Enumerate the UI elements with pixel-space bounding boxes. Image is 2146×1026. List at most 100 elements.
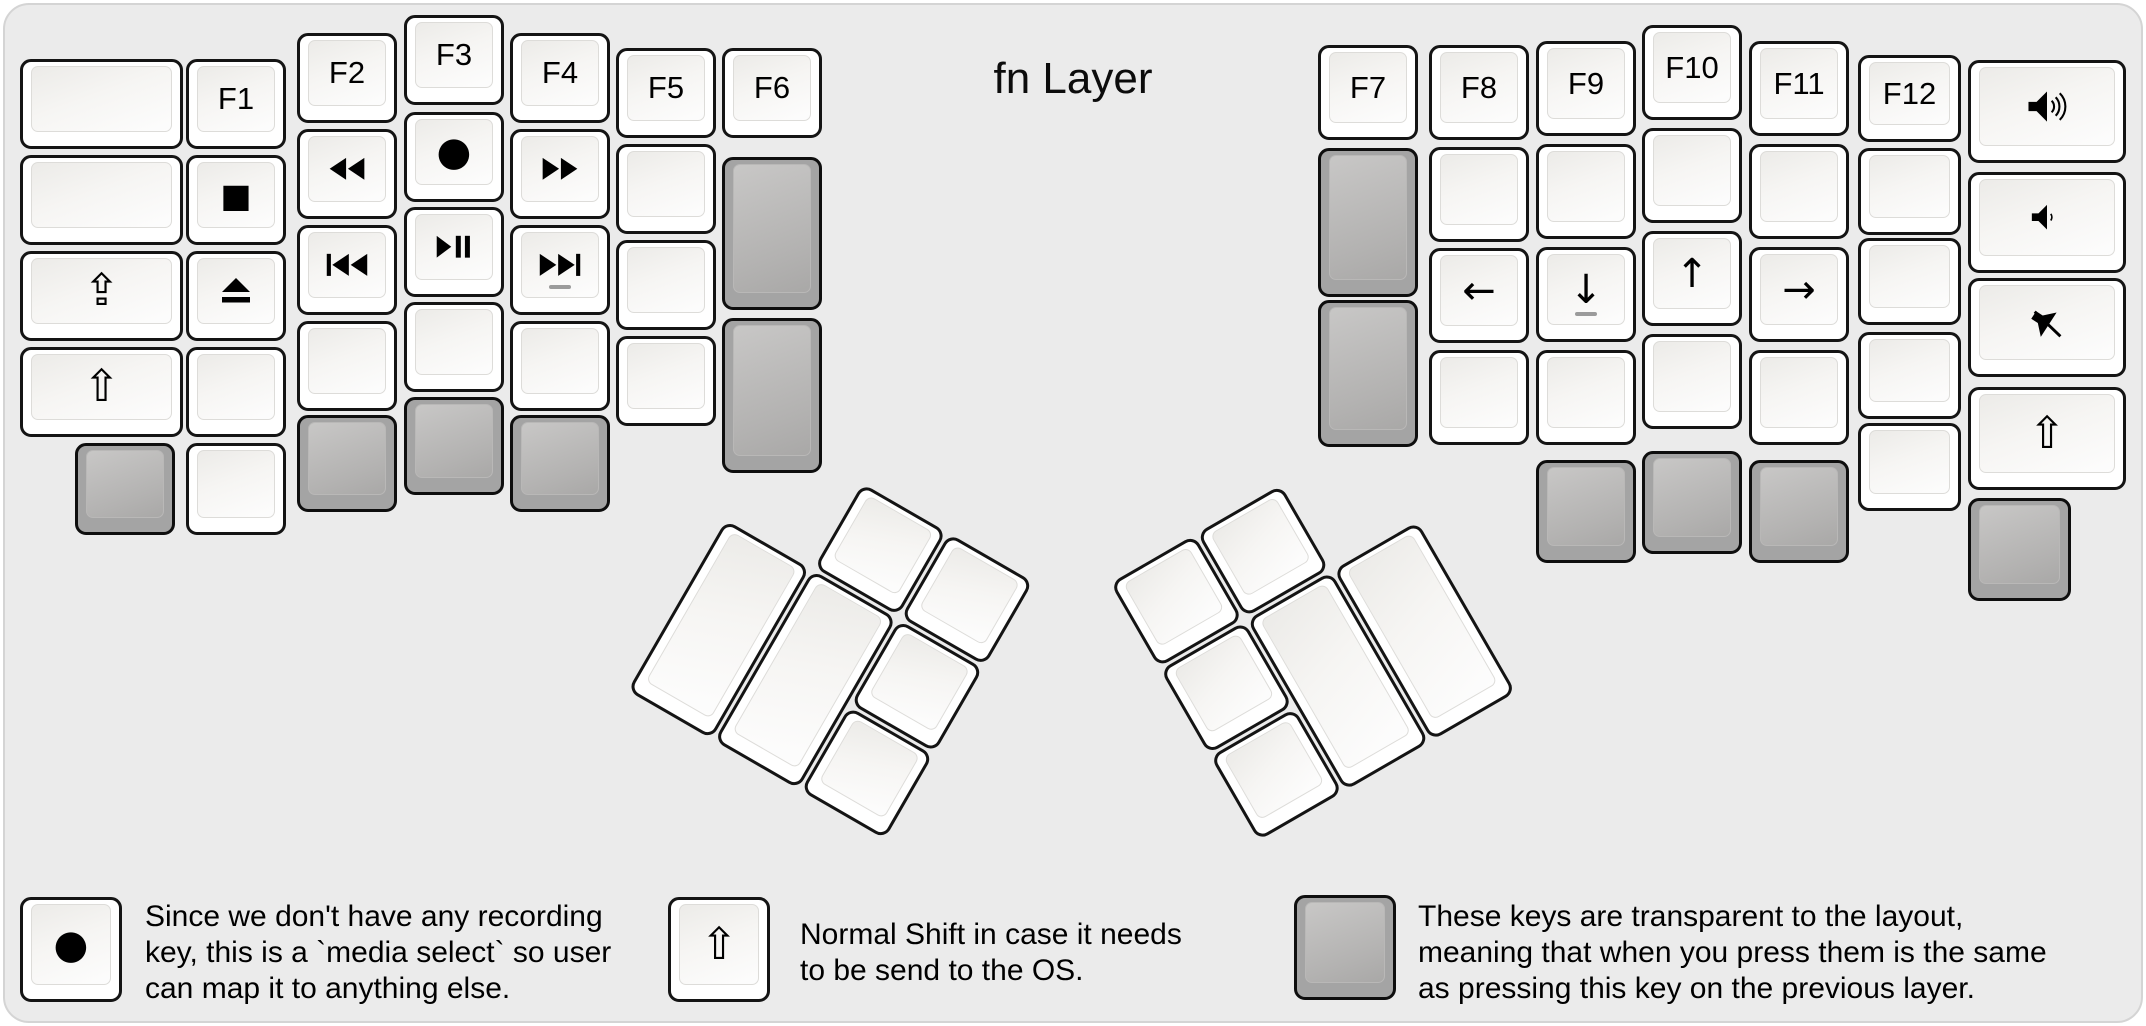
- stop-icon: ■: [220, 175, 252, 215]
- key-f3-label: F3: [435, 37, 473, 72]
- key-f7: F7: [1318, 45, 1418, 140]
- key-f1: F1: [186, 59, 286, 149]
- key-blank-left-outer-r2-cap: [31, 162, 172, 228]
- key-f6-label: F6: [753, 70, 791, 105]
- caps-lock-icon: ⇪: [83, 265, 120, 316]
- key-mute: [1968, 278, 2126, 377]
- key-f5: F5: [616, 48, 716, 138]
- key-f12-cap: F12: [1869, 62, 1950, 125]
- key-blank-l4-r4: [510, 321, 610, 411]
- key-media-play-pause: [404, 207, 504, 297]
- arrow-left-icon: ←: [1462, 267, 1496, 314]
- key-shift-left: ⇧: [20, 347, 183, 437]
- key-blank-r10-r2-cap: [1653, 135, 1731, 206]
- key-blank-r8-r4: [1429, 350, 1529, 445]
- key-blank-left-outer-r1: [20, 59, 183, 149]
- legend-key-record: ●: [20, 897, 122, 1002]
- key-blank-r12-r2-cap: [1869, 155, 1950, 218]
- layer-title: fn Layer: [993, 54, 1153, 103]
- eject-icon: [222, 278, 250, 303]
- key-transparent-left-bottom-3: [404, 397, 504, 495]
- key-transparent-right-tall-1-cap: [1329, 155, 1407, 280]
- key-volume-down-cap: [1979, 179, 2115, 256]
- key-caps-lock-cap: ⇪: [31, 258, 172, 324]
- key-transparent-right-bottom-4: [1968, 498, 2071, 601]
- key-blank-r10-r4: [1642, 334, 1742, 429]
- key-arrow-up: ↑: [1642, 231, 1742, 326]
- legend-sample-key-transparent-keys: [1294, 895, 1396, 1000]
- key-blank-r12-bottom: [1858, 423, 1961, 511]
- key-blank-l5-r3-cap: [627, 247, 705, 313]
- legend-sample-key-media-select-cap: ●: [31, 904, 111, 985]
- legend-key-shift: ⇧: [668, 897, 770, 1002]
- previous-track-icon: [326, 253, 368, 277]
- key-blank-l1-r4-cap: [197, 354, 275, 420]
- key-transparent-right-tall-1: [1318, 148, 1418, 297]
- shift-icon: ⇧: [83, 361, 120, 412]
- legend-sample-key-normal-shift: ⇧: [668, 897, 770, 1002]
- key-blank-r12-r3-cap: [1869, 245, 1950, 308]
- key-f4-label: F4: [541, 55, 579, 90]
- key-transparent-left-bottom-2-cap: [308, 422, 386, 495]
- key-media-rewind-cap: [308, 136, 386, 202]
- key-mute-cap: [1979, 285, 2115, 360]
- key-blank-l1-bottom-cap: [197, 450, 275, 518]
- key-blank-r12-r4: [1858, 332, 1961, 419]
- key-f11-cap: F11: [1760, 48, 1838, 119]
- key-f2-cap: F2: [308, 40, 386, 106]
- key-thumb-right-2-cap: [1209, 496, 1312, 598]
- key-transparent-left-bottom-1-cap: [86, 450, 164, 518]
- key-f4-cap: F4: [521, 40, 599, 106]
- key-transparent-left-tall-2: [722, 318, 822, 473]
- key-blank-r9-r2: [1536, 144, 1636, 239]
- legend-text-transparent: These keys are transparent to the layout…: [1418, 900, 2047, 1005]
- key-shift-left-cap: ⇧: [31, 354, 172, 420]
- key-shift-right: ⇧: [1968, 387, 2126, 490]
- key-arrow-left: ←: [1429, 248, 1529, 343]
- key-blank-l5-r2: [616, 144, 716, 234]
- key-volume-down: [1968, 172, 2126, 273]
- key-volume-up: [1968, 60, 2126, 163]
- key-blank-r12-r2: [1858, 148, 1961, 235]
- key-f8-cap: F8: [1440, 52, 1518, 123]
- key-blank-r11-r4: [1749, 350, 1849, 445]
- key-blank-r12-r3: [1858, 238, 1961, 325]
- legend-text-normal-shift: Normal Shift in case it needs to be send…: [800, 918, 1182, 987]
- fast-forward-icon: [542, 158, 578, 180]
- key-transparent-right-tall-2-cap: [1329, 307, 1407, 430]
- key-transparent-left-bottom-4-cap: [521, 422, 599, 495]
- key-media-next-track-cap: [521, 232, 599, 298]
- key-f5-cap: F5: [627, 55, 705, 121]
- key-blank-r8-r2-cap: [1440, 154, 1518, 225]
- key-transparent-right-bottom-3: [1749, 460, 1849, 563]
- key-transparent-left-bottom-2: [297, 415, 397, 512]
- key-thumb-right-1-cap: [1123, 546, 1225, 648]
- key-f4: F4: [510, 33, 610, 123]
- key-f10: F10: [1642, 25, 1742, 120]
- key-transparent-left-tall-1-cap: [733, 164, 811, 293]
- key-f7-cap: F7: [1329, 52, 1407, 123]
- key-thumb-left-1-cap: [832, 494, 934, 596]
- key-blank-r11-r2-cap: [1760, 151, 1838, 222]
- key-blank-left-outer-r2: [20, 155, 183, 245]
- key-f10-label: F10: [1665, 49, 1719, 85]
- key-arrow-down: ↓: [1536, 247, 1636, 342]
- key-blank-r10-r2: [1642, 128, 1742, 223]
- key-f9-cap: F9: [1547, 48, 1625, 119]
- key-blank-r12-r4-cap: [1869, 339, 1950, 402]
- key-blank-l3-r4-cap: [415, 309, 493, 375]
- key-media-rewind: [297, 129, 397, 219]
- key-transparent-left-bottom-4: [510, 415, 610, 512]
- key-f2-label: F2: [328, 55, 366, 90]
- key-f8: F8: [1429, 45, 1529, 140]
- shift-icon: ⇧: [700, 918, 738, 970]
- key-f9: F9: [1536, 41, 1636, 136]
- homing-bar: [1575, 312, 1597, 316]
- legend-sample-key-media-select: ●: [20, 897, 122, 1002]
- key-f3-cap: F3: [415, 22, 493, 88]
- arrow-right-icon: →: [1782, 266, 1816, 313]
- key-blank-l5-r4-cap: [627, 343, 705, 409]
- key-volume-up-cap: [1979, 67, 2115, 146]
- key-media-eject: [186, 251, 286, 341]
